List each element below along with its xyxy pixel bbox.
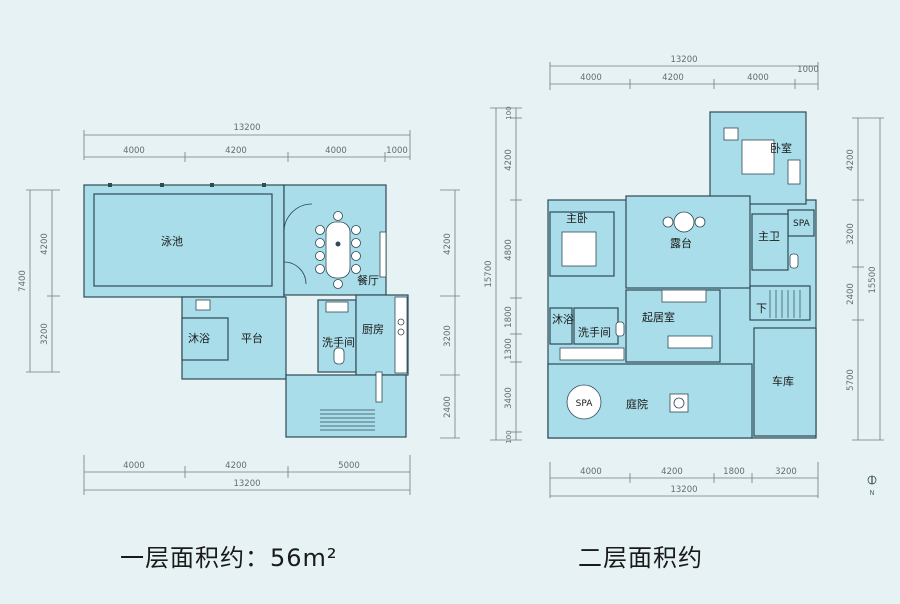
floor2-bottom-seg-1: 4000 bbox=[580, 467, 602, 477]
bed-icon bbox=[741, 139, 775, 175]
floor2-right-total: 15500 bbox=[868, 266, 878, 293]
floor2-left-dimensions: 100 4200 4800 1800 1300 3400 100 15700 bbox=[484, 106, 522, 444]
floor2-right-seg-4: 5700 bbox=[846, 369, 856, 391]
room-label-platform: 平台 bbox=[241, 331, 263, 345]
room-label-washroom: 洗手间 bbox=[322, 335, 355, 349]
floor1-left-total: 7400 bbox=[18, 270, 28, 292]
room-label-kitchen: 厨房 bbox=[362, 323, 384, 336]
floor2-right-dimensions: 4200 3200 2400 5700 15500 bbox=[846, 117, 884, 441]
terrace bbox=[625, 195, 751, 289]
floor2-left-seg-4: 1800 bbox=[504, 306, 514, 328]
floor1-top-seg-4: 1000 bbox=[386, 146, 408, 156]
floor1-top-dimensions: 13200 4000 4200 4000 1000 bbox=[83, 123, 411, 162]
floor2-rooms: 卧室 主卧 露台 SPA 主卫 沐浴 洗手间 bbox=[547, 111, 817, 439]
floor1-top-total: 13200 bbox=[233, 123, 260, 133]
room-label-courtyard: 庭院 bbox=[626, 397, 648, 411]
floor1-right-dimensions: 4200 3200 2400 bbox=[440, 189, 460, 439]
floor1-right-seg-2: 3200 bbox=[443, 325, 453, 347]
garage bbox=[753, 327, 817, 437]
room-label-master-bath: 主卫 bbox=[758, 230, 780, 243]
master-bed-icon bbox=[561, 231, 597, 267]
room-label-pool: 泳池 bbox=[161, 234, 183, 248]
floor2-top-total: 13200 bbox=[670, 55, 697, 65]
dining-table-icon bbox=[325, 221, 351, 279]
north-arrow-icon: N bbox=[867, 475, 877, 497]
room-label-washroom-2f: 洗手间 bbox=[578, 325, 611, 339]
floor2-top-seg-4: 1000 bbox=[797, 65, 819, 75]
room-label-shower-2f: 沐浴 bbox=[552, 313, 574, 326]
room-label-garage: 车库 bbox=[772, 374, 794, 388]
floor2-right-seg-3: 2400 bbox=[846, 283, 856, 305]
floor2-top-dimensions: 13200 4000 4200 4000 1000 bbox=[549, 55, 819, 90]
floor2-bottom-seg-2: 4200 bbox=[661, 467, 683, 477]
floor1-bottom-seg-2: 4200 bbox=[225, 461, 247, 471]
room-label-terrace: 露台 bbox=[670, 236, 692, 250]
floor1-bottom-seg-3: 5000 bbox=[338, 461, 360, 471]
floor1-top-seg-1: 4000 bbox=[123, 146, 145, 156]
floor1-left-seg-1: 4200 bbox=[40, 233, 50, 255]
floor2-left-seg-5: 1300 bbox=[504, 338, 514, 360]
room-label-spa-pool: SPA bbox=[576, 399, 594, 409]
floor1-bottom-seg-1: 4000 bbox=[123, 461, 145, 471]
floor2-right-seg-2: 3200 bbox=[846, 223, 856, 245]
floor2-left-seg-1: 100 bbox=[505, 106, 513, 119]
floor2-left-seg-3: 4800 bbox=[504, 239, 514, 261]
floor1-right-seg-3: 2400 bbox=[443, 396, 453, 418]
floor2-bottom-total: 13200 bbox=[670, 485, 697, 495]
floor2-left-seg-7: 100 bbox=[505, 430, 513, 443]
floor2-area-label: 二层面积约 bbox=[578, 544, 703, 572]
master-bath bbox=[751, 213, 789, 271]
room-label-spa-small: SPA bbox=[793, 219, 811, 229]
floor1-top-seg-2: 4200 bbox=[225, 146, 247, 156]
floor1-rooms: 泳池 餐厅 沐浴 平台 洗手间 bbox=[83, 183, 409, 438]
spa-pool bbox=[566, 384, 602, 420]
spa-room bbox=[787, 209, 815, 237]
north-label: N bbox=[869, 489, 874, 497]
room-label-down: 下 bbox=[756, 302, 767, 315]
room-label-bedroom: 卧室 bbox=[770, 141, 792, 155]
floor2-top-seg-2: 4200 bbox=[662, 73, 684, 83]
shower-2f bbox=[549, 307, 573, 345]
floor2-bottom-dimensions: 4000 4200 1800 3200 13200 bbox=[549, 462, 819, 498]
floor1-plan: 13200 4000 4200 4000 1000 7400 4200 3200 bbox=[18, 123, 460, 495]
floor1-bottom-dimensions: 4000 4200 5000 13200 bbox=[83, 455, 411, 495]
floor2-plan: 13200 4000 4200 4000 1000 100 4200 4800 bbox=[484, 55, 884, 498]
room-label-dining: 餐厅 bbox=[357, 273, 379, 287]
floor2-left-seg-6: 3400 bbox=[504, 387, 514, 409]
floor2-top-seg-1: 4000 bbox=[580, 73, 602, 83]
floor1-top-seg-3: 4000 bbox=[325, 146, 347, 156]
floor1-left-dimensions: 7400 4200 3200 bbox=[18, 189, 60, 373]
floor1-left-seg-2: 3200 bbox=[40, 323, 50, 345]
floor1-right-seg-1: 4200 bbox=[443, 233, 453, 255]
shower-area bbox=[181, 317, 229, 361]
floor1-bottom-total: 13200 bbox=[233, 479, 260, 489]
floor2-top-seg-3: 4000 bbox=[747, 73, 769, 83]
floor2-left-total: 15700 bbox=[484, 260, 494, 287]
floor2-right-seg-1: 4200 bbox=[846, 149, 856, 171]
floor2-bottom-seg-4: 3200 bbox=[775, 467, 797, 477]
floor2-left-seg-2: 4200 bbox=[504, 149, 514, 171]
room-label-living: 起居室 bbox=[642, 310, 675, 324]
room-label-master-bedroom: 主卧 bbox=[566, 212, 588, 225]
washroom-2f bbox=[573, 307, 619, 345]
room-label-shower: 沐浴 bbox=[188, 332, 210, 345]
floor1-area-label: 一层面积约：56m² bbox=[120, 544, 338, 572]
pool-water bbox=[93, 193, 273, 287]
lower-stair-area bbox=[285, 374, 407, 438]
floor2-bottom-seg-3: 1800 bbox=[723, 467, 745, 477]
